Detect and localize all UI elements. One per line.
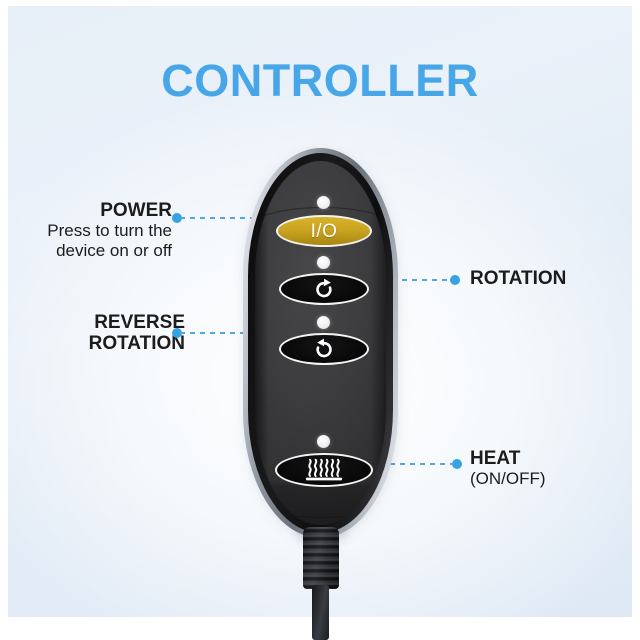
leader-dash-reverse-rotation <box>180 332 290 334</box>
clockwise-rotation-icon <box>311 277 337 301</box>
callout-reverse-rotation: REVERSE ROTATION <box>10 312 185 355</box>
heat-button[interactable] <box>275 453 373 487</box>
leader-line-heat <box>340 459 462 469</box>
leader-line-power <box>172 213 290 223</box>
callout-rotation-heading: ROTATION <box>470 268 567 289</box>
device-face: I/O <box>255 161 386 525</box>
callout-power-desc-line1: Press to turn the <box>47 221 172 241</box>
power-button[interactable]: I/O <box>276 215 372 247</box>
power-io-glyph: I/O <box>310 220 338 242</box>
leader-dash-heat <box>340 463 454 465</box>
controller-device: I/O <box>243 148 398 538</box>
leader-dash-power <box>180 217 290 219</box>
reverse-rotation-button[interactable] <box>279 333 369 365</box>
callout-heat-heading: HEAT <box>470 448 521 469</box>
page-title: CONTROLLER <box>161 55 479 106</box>
callout-heat-subtext: (ON/OFF) <box>470 469 546 489</box>
led-indicator-rotation <box>317 256 330 269</box>
led-indicator-reverse-rotation <box>317 316 330 329</box>
callout-heat: HEAT (ON/OFF) <box>470 448 640 489</box>
leader-dash-rotation <box>352 279 452 281</box>
rotation-button[interactable] <box>279 273 369 305</box>
leader-dot-reverse-rotation <box>172 328 182 338</box>
power-cord <box>312 585 329 640</box>
callout-rotation: ROTATION <box>470 268 640 289</box>
led-indicator-heat <box>317 435 330 448</box>
leader-dot-rotation <box>450 275 460 285</box>
callout-power: POWER Press to turn the device on or off <box>0 200 172 261</box>
callout-power-heading: POWER <box>100 200 172 221</box>
callout-power-desc-line2: device on or off <box>56 241 172 261</box>
leader-dot-heat <box>452 459 462 469</box>
leader-line-reverse-rotation <box>172 328 290 338</box>
cord-strain-relief-ribs <box>303 527 339 589</box>
heat-waves-icon <box>303 458 345 482</box>
counterclockwise-rotation-icon <box>311 337 337 361</box>
leader-dot-power <box>172 213 182 223</box>
device-face-bottom-shading <box>255 483 386 525</box>
callout-reverse-rotation-heading-line1: REVERSE <box>94 312 185 333</box>
callout-reverse-rotation-heading-line2: ROTATION <box>88 333 185 355</box>
leader-line-rotation <box>352 275 460 285</box>
led-indicator-power <box>317 196 330 209</box>
cord-strain-relief <box>303 527 339 589</box>
